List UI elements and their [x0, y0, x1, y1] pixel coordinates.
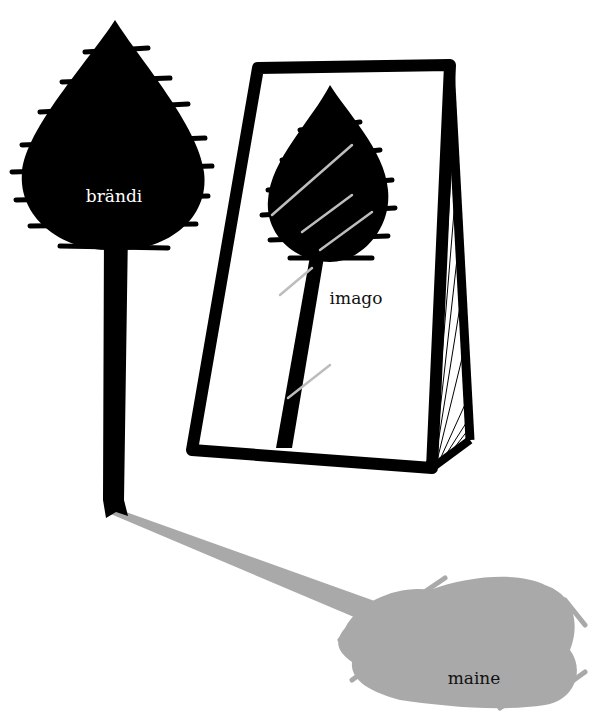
tree-label: brändi — [86, 187, 142, 206]
crown-shadow — [338, 577, 577, 708]
shadow-scribble — [340, 578, 585, 708]
shadow-label: maine — [448, 669, 501, 688]
tree-reflection — [262, 85, 395, 448]
mirror-frame — [192, 65, 450, 468]
crown-scribble — [12, 48, 212, 248]
reflection-label: imago — [330, 289, 383, 308]
tree-trunk — [103, 230, 128, 518]
tree-crown — [22, 20, 205, 250]
mirror-glass — [192, 65, 450, 468]
